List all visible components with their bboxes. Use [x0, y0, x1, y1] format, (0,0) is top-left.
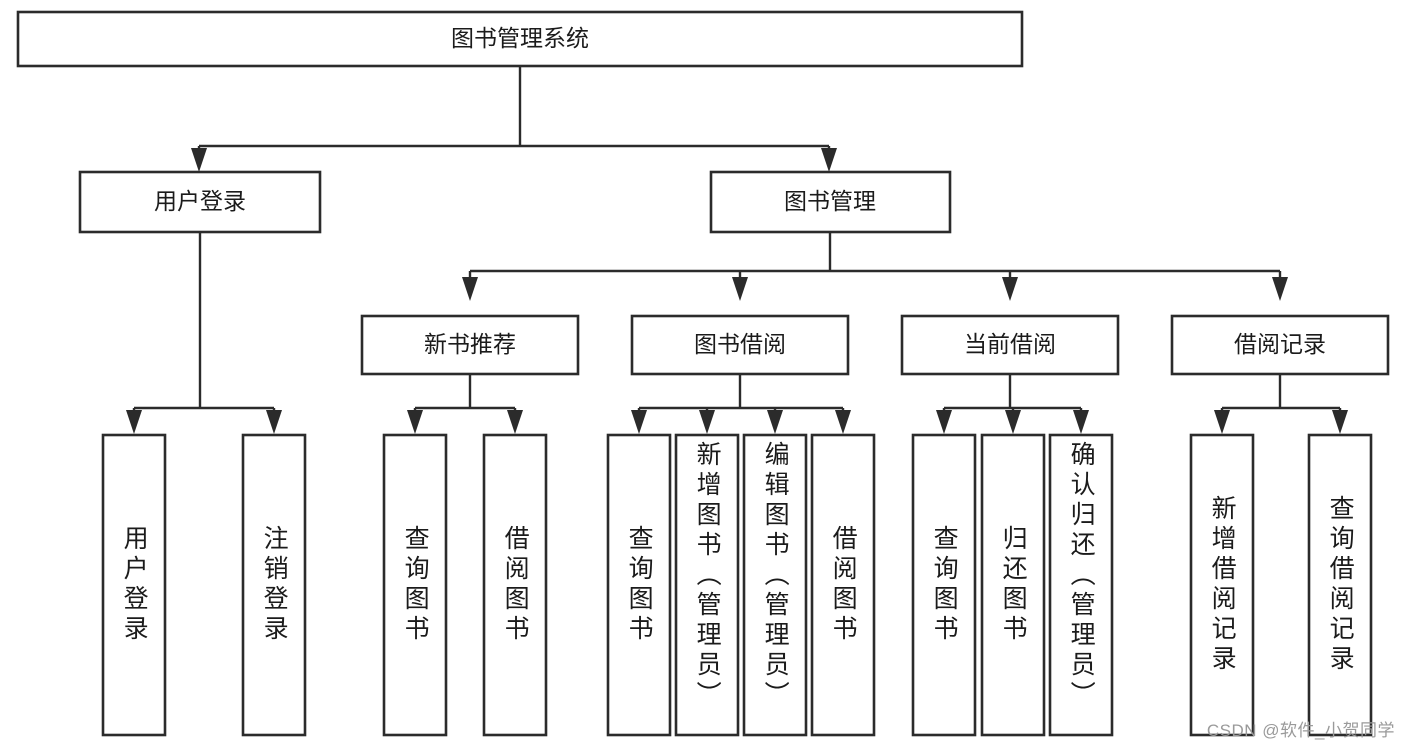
node-current-borrow-label: 当前借阅: [964, 331, 1056, 357]
leaf-rect-query-book-a[interactable]: [382, 433, 448, 737]
arrow-head-book-mgmt: [821, 148, 837, 172]
arrow-head-book-borrow: [732, 277, 748, 301]
node-current-borrow[interactable]: 当前借阅: [900, 314, 1120, 376]
node-new-book-recommend-label: 新书推荐: [424, 331, 516, 357]
connectors-borrow-record-to-leaves: [1214, 374, 1348, 434]
node-borrow-record-label: 借阅记录: [1234, 331, 1326, 357]
leaf-rect-query-book-c[interactable]: [911, 433, 977, 737]
arrow-head-leaf-edit-book: [767, 410, 783, 434]
leaf-rect-return-book[interactable]: [980, 433, 1046, 737]
node-book-borrow-rect: [630, 314, 850, 376]
arrow-head-leaf-query-record: [1332, 410, 1348, 434]
arrow-head-leaf-logout: [266, 410, 282, 434]
node-root-book-management-system[interactable]: 图书管理系统: [16, 10, 1024, 68]
arrow-head-leaf-borrow-book-b: [835, 410, 851, 434]
node-new-book-recommend[interactable]: 新书推荐: [360, 314, 580, 376]
node-book-borrow-label: 图书借阅: [694, 331, 786, 357]
node-book-management[interactable]: 图书管理: [709, 170, 952, 234]
leaf-rect-borrow-book-a[interactable]: [482, 433, 548, 737]
arrow-head-leaf-add-record: [1214, 410, 1230, 434]
node-borrow-record-rect: [1170, 314, 1390, 376]
arrow-head-new-book: [462, 277, 478, 301]
arrow-head-leaf-query-book-c: [936, 410, 952, 434]
node-book-management-rect: [709, 170, 952, 234]
leaf-rect-query-record[interactable]: [1307, 433, 1373, 737]
arrow-head-current-borrow: [1002, 277, 1018, 301]
node-root-rect: [16, 10, 1024, 68]
connectors-user-login-to-leaves: [126, 232, 282, 434]
node-new-book-recommend-rect: [360, 314, 580, 376]
leaf-rect-edit-book[interactable]: [742, 433, 808, 737]
connectors-root-to-level2: [191, 66, 837, 172]
leaf-rect-confirm-return[interactable]: [1048, 433, 1114, 737]
node-root-label: 图书管理系统: [451, 25, 589, 51]
csdn-watermark: CSDN @软件_小贺同学: [1206, 721, 1395, 740]
connectors-book-borrow-to-leaves: [631, 374, 851, 434]
arrow-head-leaf-query-book-b: [631, 410, 647, 434]
node-borrow-record[interactable]: 借阅记录: [1170, 314, 1390, 376]
leaf-rect-user-login[interactable]: [101, 433, 167, 737]
node-book-management-label: 图书管理: [784, 188, 876, 214]
node-user-login-label: 用户登录: [154, 188, 246, 214]
connectors-book-mgmt-to-level3: [462, 232, 1288, 301]
leaf-rect-logout[interactable]: [241, 433, 307, 737]
leaf-rect-add-record[interactable]: [1189, 433, 1255, 737]
arrow-head-leaf-confirm-return: [1073, 410, 1089, 434]
arrow-head-leaf-add-book: [699, 410, 715, 434]
arrow-head-leaf-borrow-book-a: [507, 410, 523, 434]
leaf-rect-query-book-b[interactable]: [606, 433, 672, 737]
node-user-login[interactable]: 用户登录: [78, 170, 322, 234]
connectors-current-borrow-to-leaves: [936, 374, 1089, 434]
arrow-head-borrow-record: [1272, 277, 1288, 301]
arrow-head-user-login: [191, 148, 207, 172]
leaf-rect-add-book[interactable]: [674, 433, 740, 737]
arrow-head-leaf-return-book: [1005, 410, 1021, 434]
node-book-borrow[interactable]: 图书借阅: [630, 314, 850, 376]
arrow-head-leaf-user-login: [126, 410, 142, 434]
arrow-head-leaf-query-book-a: [407, 410, 423, 434]
connectors-new-book-to-leaves: [407, 374, 523, 434]
leaf-rect-borrow-book-b[interactable]: [810, 433, 876, 737]
node-current-borrow-rect: [900, 314, 1120, 376]
